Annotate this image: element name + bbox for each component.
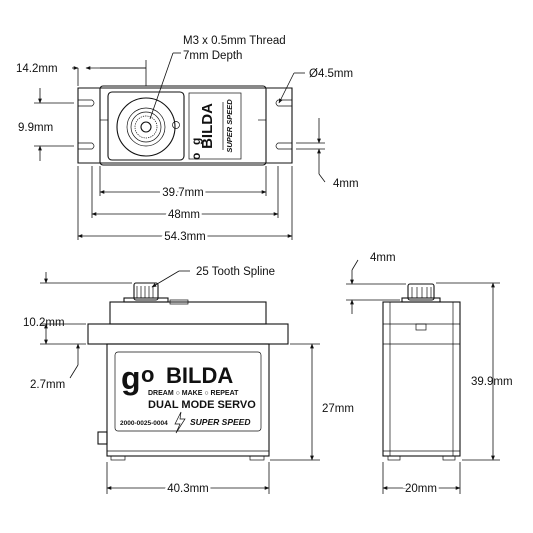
body-length-label: 39.7mm <box>162 187 204 199</box>
overall-height-label: 39.9mm <box>471 376 513 388</box>
front-mount-flange <box>87 323 289 345</box>
front-label-part-number: 2000-0025-0004 <box>120 420 168 427</box>
front-view: g o BILDA DREAM ○ MAKE ○ REPEAT DUAL MOD… <box>23 266 354 498</box>
front-body <box>106 343 270 457</box>
thread-callout-line2: 7mm Depth <box>183 50 242 62</box>
left-ear-slot-top <box>78 99 95 107</box>
side-body <box>382 301 461 457</box>
top-label-panel <box>188 92 242 160</box>
spline-callout-label: 25 Tooth Spline <box>196 266 275 278</box>
thread-callout-line1: M3 x 0.5mm Thread <box>183 35 286 47</box>
front-label-product: DUAL MODE SERVO <box>148 399 256 411</box>
left-offset-label: 14.2mm <box>16 63 58 75</box>
thread-hole <box>140 121 152 133</box>
front-label-brand: BILDA <box>166 363 233 388</box>
top-mount-ears <box>77 87 293 164</box>
side-view: 4mm 39.9mm 20mm <box>346 252 513 498</box>
front-label-speed: SUPER SPEED <box>190 417 250 427</box>
gear-housing <box>107 91 185 161</box>
svg-text:o: o <box>189 153 203 160</box>
front-label-panel <box>114 351 262 432</box>
depth-label: 20mm <box>405 483 437 495</box>
output-shaft-boss <box>116 97 176 157</box>
hole-spacing-label: 48mm <box>168 209 200 221</box>
spline-height-label: 10.2mm <box>23 317 65 329</box>
svg-text:g: g <box>189 138 203 145</box>
front-upper-case <box>109 301 267 325</box>
front-label-tagline: DREAM ○ MAKE ○ REPEAT <box>148 390 239 397</box>
wire-exit <box>97 431 108 445</box>
svg-text:o: o <box>141 362 154 387</box>
left-ear-slot-bottom <box>78 142 95 150</box>
top-label-product: SUPER SPEED <box>225 99 234 153</box>
body-height-label: 27mm <box>322 403 354 415</box>
ear-height-label: 9.9mm <box>18 122 53 134</box>
right-ear-slot-bottom <box>275 142 292 150</box>
side-spline <box>407 283 435 301</box>
top-label-brand: BILDA <box>199 103 216 149</box>
ear-slot-label: 4mm <box>333 178 359 190</box>
spline-ring <box>134 115 158 139</box>
right-ear-slot-top <box>275 99 292 107</box>
body-width-label: 40.3mm <box>167 483 209 495</box>
top-body <box>99 85 267 166</box>
hole-diameter-label: Ø4.5mm <box>309 68 353 80</box>
spline-offset-label: 4mm <box>370 252 396 264</box>
overall-length-label: 54.3mm <box>164 231 206 243</box>
output-spline <box>133 282 159 301</box>
front-label-go: g <box>121 360 141 396</box>
lightning-icon <box>174 411 186 434</box>
flange-thickness-label: 2.7mm <box>30 379 65 391</box>
top-view: BILDA g o SUPER SPEED M3 x 0.5mm Thread … <box>16 35 359 246</box>
